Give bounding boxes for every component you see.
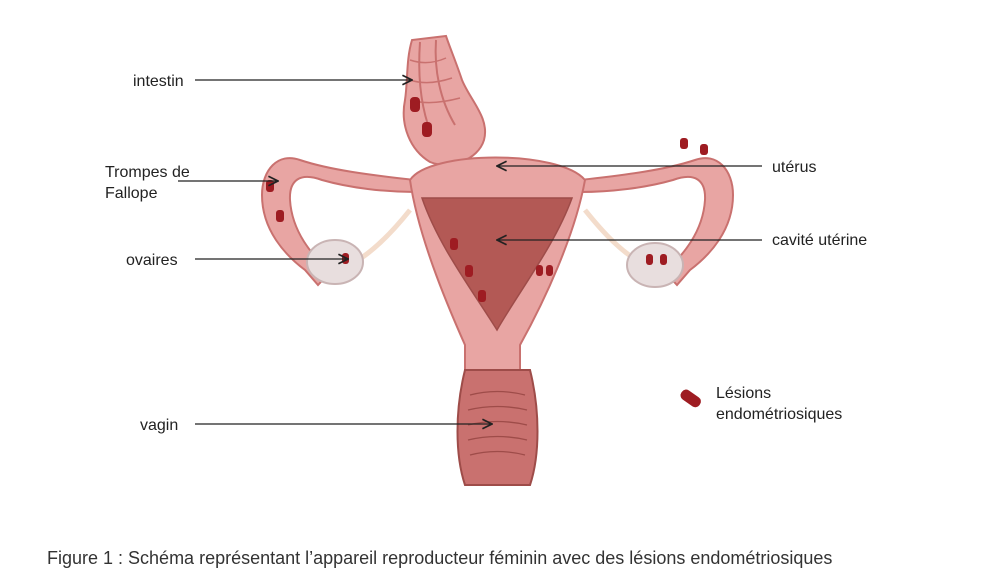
left-fallopian-tube [260,157,416,287]
label-trompes-line1: Trompes de [105,164,190,181]
vagina [456,369,539,486]
reproductive-system-diagram: intestin Trompes de Fallope ovaires vagi… [105,34,867,486]
figure-caption: Figure 1 : Schéma représentant l’apparei… [47,548,833,568]
label-ovaires: ovaires [126,252,178,269]
right-ovary [626,242,684,288]
label-vagin: vagin [140,417,178,434]
left-ovary-ligament [353,208,412,265]
legend-label-line1: Lésions [716,385,771,402]
legend: Lésions endométriosiques [680,385,842,423]
right-fallopian-tube [579,157,735,287]
label-intestin: intestin [133,73,184,90]
legend-lesion-swatch [680,389,701,408]
left-ovary [306,239,364,285]
label-trompes-line2: Fallope [105,185,158,202]
uterine-cavity [420,197,574,332]
label-cavite-uterine: cavité utérine [772,232,867,249]
legend-label-line2: endométriosiques [716,406,842,423]
label-uterus: utérus [772,159,816,176]
